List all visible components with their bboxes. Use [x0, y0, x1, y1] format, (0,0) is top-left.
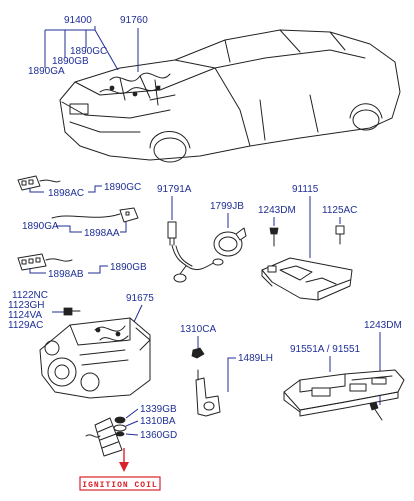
leader-1890gc-mid — [88, 185, 102, 193]
label-1890ga-mid: 1890GA — [22, 221, 59, 232]
bolt-1243dm-a — [269, 227, 279, 247]
label-91791a: 91791A — [157, 184, 192, 195]
car-illustration — [59, 29, 401, 163]
top-leader-lines — [44, 26, 139, 72]
bolt-1125ac — [335, 225, 345, 245]
ignition-coil-terminal — [85, 416, 127, 457]
label-91760: 91760 — [120, 15, 148, 26]
label-1125ac: 1125AC — [322, 205, 357, 216]
label-1898aa: 1898AA — [84, 228, 120, 239]
leader-1898ac — [29, 188, 44, 193]
leader-1898ab — [29, 268, 46, 274]
label-1890gc-top: 1890GC — [70, 46, 107, 57]
bolt-engine — [63, 307, 81, 316]
leader-1489lh — [227, 357, 236, 392]
ignition-coil-callout: IGNITION COIL — [82, 481, 157, 490]
leader-1360gd — [125, 433, 139, 436]
cover-91115 — [261, 257, 353, 301]
label-91400: 91400 — [64, 15, 92, 26]
label-1310ba: 1310BA — [140, 416, 176, 427]
leader-1898aa — [120, 222, 127, 233]
clamp-1799jb — [213, 227, 247, 257]
label-1129ac: 1129AC — [8, 320, 43, 331]
ground-strap — [167, 221, 224, 283]
label-1360gd: 1360GD — [140, 430, 177, 441]
connector-1898ac — [17, 175, 61, 191]
label-1799jb: 1799JB — [210, 201, 244, 212]
label-91675: 91675 — [126, 293, 154, 304]
label-1890ga-top: 1890GA — [28, 66, 65, 77]
label-1489lh: 1489LH — [238, 353, 273, 364]
screw-1243dm-b — [369, 401, 383, 421]
protector-91551 — [283, 369, 405, 417]
label-1123gh: 1123GH — [8, 300, 45, 311]
label-1339gb: 1339GB — [140, 404, 177, 415]
label-1124va: 1124VA — [8, 310, 42, 321]
label-1310ca: 1310CA — [180, 324, 216, 335]
leader-1310ba — [125, 420, 139, 427]
label-1890gb-mid: 1890GB — [110, 262, 147, 273]
label-1890gc-mid: 1890GC — [104, 182, 141, 193]
connector-1898aa — [51, 207, 139, 223]
leader-1890ga-mid — [56, 225, 82, 233]
label-1890gb-top: 1890GB — [52, 56, 89, 67]
label-91115: 91115 — [292, 184, 319, 195]
bracket-1489lh — [195, 369, 221, 417]
nut-1310ca — [191, 347, 205, 359]
down-arrow-icon — [119, 448, 129, 472]
label-1122nc: 1122NC — [12, 290, 48, 301]
label-91551a: 91551A / 91551 — [290, 344, 361, 355]
ignition-coil-callout-box — [79, 476, 161, 491]
leader-1890gb-mid — [88, 265, 108, 274]
label-1243dm-b: 1243DM — [364, 320, 402, 331]
connector-1898ab — [17, 253, 73, 271]
label-1898ab: 1898AB — [48, 269, 84, 280]
engine-block — [39, 317, 151, 399]
leader-1339gb — [125, 408, 139, 419]
label-1898ac: 1898AC — [48, 188, 84, 199]
label-1243dm-a: 1243DM — [258, 205, 296, 216]
leader-91675 — [133, 304, 143, 323]
